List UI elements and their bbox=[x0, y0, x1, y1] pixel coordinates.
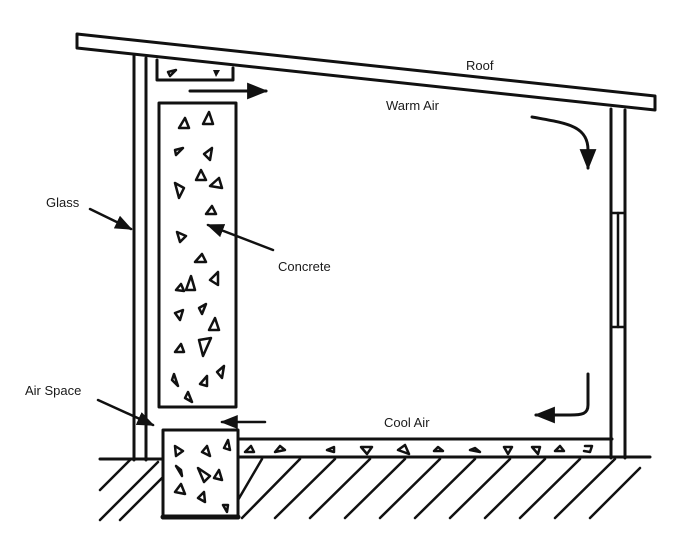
glass-label: Glass bbox=[46, 195, 80, 210]
ground-hatching bbox=[98, 457, 642, 522]
glass-leader bbox=[88, 207, 133, 231]
warm-air-arrow-down bbox=[530, 115, 597, 171]
concrete-wall bbox=[157, 101, 238, 409]
right-wall bbox=[609, 107, 627, 460]
concrete-leader bbox=[206, 223, 275, 252]
ground bbox=[98, 455, 652, 522]
aggregate-marks bbox=[170, 110, 226, 404]
cool-air-arrow bbox=[533, 372, 590, 424]
air-space-label: Air Space bbox=[25, 383, 81, 398]
air-space-leader bbox=[96, 398, 155, 427]
roof-label: Roof bbox=[466, 58, 494, 73]
warm-air-label: Warm Air bbox=[386, 98, 440, 113]
glass-wall bbox=[132, 54, 148, 462]
window bbox=[609, 211, 627, 329]
upper-vent-block bbox=[155, 58, 235, 82]
roof bbox=[75, 32, 657, 112]
concrete-footing bbox=[160, 428, 241, 520]
concrete-label: Concrete bbox=[278, 259, 331, 274]
cool-air-label: Cool Air bbox=[384, 415, 430, 430]
floor-slab bbox=[236, 437, 614, 459]
